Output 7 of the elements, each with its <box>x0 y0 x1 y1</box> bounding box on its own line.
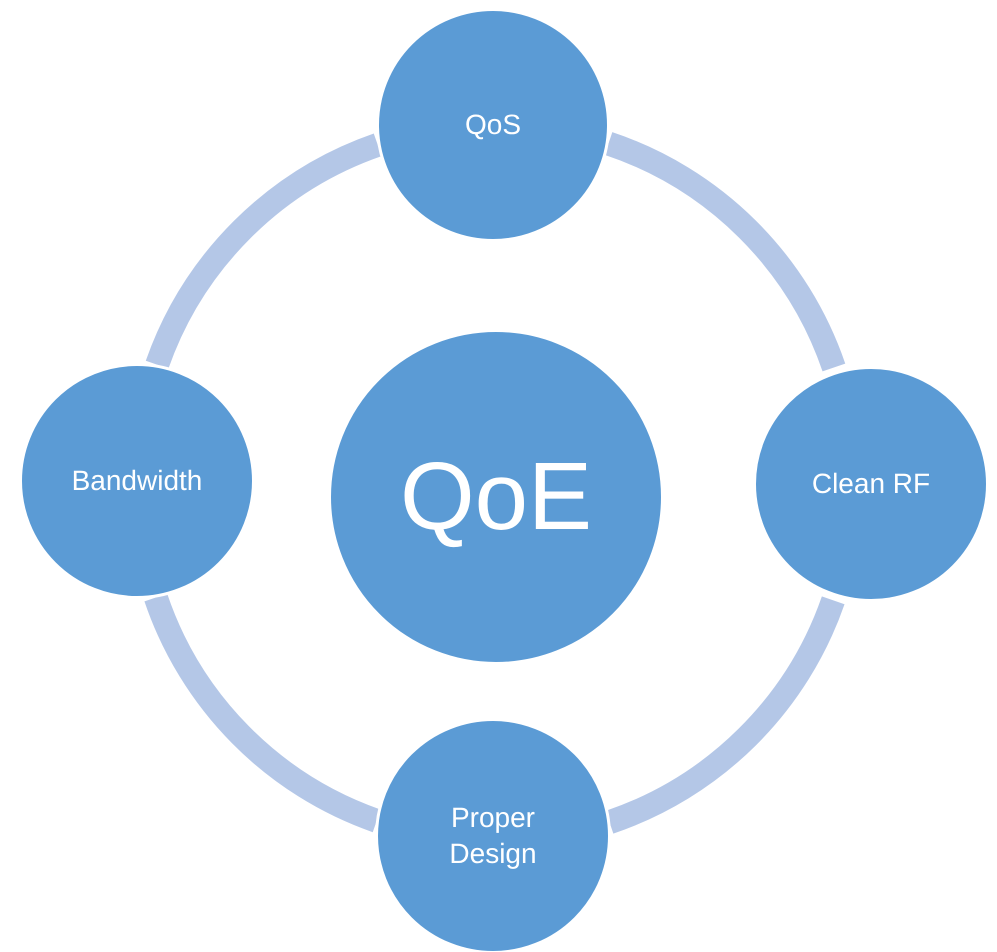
node-label: Clean RF <box>812 466 930 501</box>
connector-arc <box>604 132 846 372</box>
connector-arc <box>146 134 382 370</box>
node-label: Proper Design <box>448 800 538 871</box>
node-label: QoS <box>464 108 522 142</box>
node-label: Bandwidth <box>72 464 202 498</box>
node-label: QoE <box>400 442 592 552</box>
